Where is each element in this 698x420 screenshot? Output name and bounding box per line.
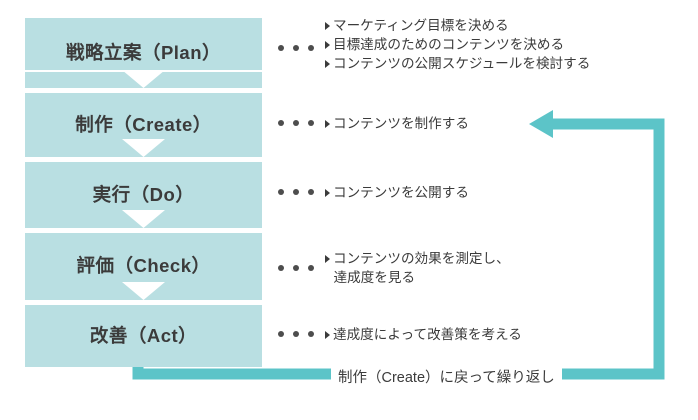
stage-label: 改善（Act） bbox=[89, 324, 198, 346]
dot-icon bbox=[308, 120, 314, 126]
dot-icon bbox=[293, 189, 299, 195]
dot-icon bbox=[278, 331, 284, 337]
description-item: コンテンツを公開する bbox=[325, 183, 469, 202]
dot-icon bbox=[308, 265, 314, 271]
triangle-bullet-icon bbox=[325, 21, 330, 30]
dot-icon bbox=[308, 45, 314, 51]
description-item-continuation: 達成度を見る bbox=[325, 268, 510, 287]
dot-icon bbox=[293, 45, 299, 51]
stage-box-act[interactable]: 改善（Act） bbox=[25, 305, 262, 367]
stage-label: 評価（Check） bbox=[76, 255, 211, 277]
connector-dots-create bbox=[278, 120, 314, 126]
description-text: マーケティング目標を決める bbox=[333, 18, 509, 33]
description-item: 目標達成のためのコンテンツを決める bbox=[325, 35, 590, 54]
description-text: コンテンツを公開する bbox=[333, 185, 469, 200]
connector-dots-do bbox=[278, 189, 314, 195]
stage-box-check[interactable]: 評価（Check） bbox=[25, 233, 262, 300]
triangle-bullet-icon bbox=[325, 330, 330, 339]
description-text: 達成度を見る bbox=[333, 270, 416, 285]
dot-icon bbox=[278, 265, 284, 271]
description-item: マーケティング目標を決める bbox=[325, 16, 590, 35]
stage-box-do[interactable]: 実行（Do） bbox=[25, 162, 262, 228]
description-text: コンテンツの公開スケジュールを検討する bbox=[333, 56, 591, 71]
triangle-bullet-icon bbox=[325, 254, 330, 263]
stage-label: 戦略立案（Plan） bbox=[65, 41, 222, 63]
description-group-do: コンテンツを公開する bbox=[325, 183, 469, 202]
stage-box-create[interactable]: 制作（Create） bbox=[25, 93, 262, 157]
dot-icon bbox=[278, 189, 284, 195]
stage-label: 実行（Do） bbox=[92, 183, 195, 205]
triangle-bullet-icon bbox=[325, 59, 330, 68]
description-text: 目標達成のためのコンテンツを決める bbox=[333, 37, 565, 52]
dot-icon bbox=[278, 45, 284, 51]
triangle-bullet-icon bbox=[325, 119, 330, 128]
description-item: 達成度によって改善策を考える bbox=[325, 325, 522, 344]
description-item: コンテンツの効果を測定し、 bbox=[325, 249, 510, 268]
stage-box-plan[interactable]: 戦略立案（Plan） bbox=[25, 18, 262, 88]
stage-label: 制作（Create） bbox=[75, 113, 212, 135]
description-text: コンテンツを制作する bbox=[333, 116, 469, 131]
description-group-act: 達成度によって改善策を考える bbox=[325, 325, 522, 344]
dot-icon bbox=[308, 189, 314, 195]
dot-icon bbox=[278, 120, 284, 126]
description-group-check: コンテンツの効果を測定し、 達成度を見る bbox=[325, 249, 510, 287]
description-item: コンテンツを制作する bbox=[325, 114, 469, 133]
description-text: 達成度によって改善策を考える bbox=[333, 327, 522, 342]
dot-icon bbox=[293, 331, 299, 337]
feedback-loop-arrow bbox=[132, 110, 665, 380]
description-group-create: コンテンツを制作する bbox=[325, 114, 469, 133]
description-group-plan: マーケティング目標を決める 目標達成のためのコンテンツを決める コンテンツの公開… bbox=[325, 16, 590, 73]
description-item: コンテンツの公開スケジュールを検討する bbox=[325, 54, 590, 73]
connector-dots-act bbox=[278, 331, 314, 337]
dot-icon bbox=[308, 331, 314, 337]
connector-dots-check bbox=[278, 265, 314, 271]
loop-label: 制作（Create）に戻って繰り返し bbox=[331, 368, 562, 388]
connector-dots-plan bbox=[278, 45, 314, 51]
description-text: コンテンツの効果を測定し、 bbox=[333, 251, 510, 266]
triangle-bullet-icon bbox=[325, 40, 330, 49]
dot-icon bbox=[293, 120, 299, 126]
triangle-bullet-icon bbox=[325, 188, 330, 197]
dot-icon bbox=[293, 265, 299, 271]
